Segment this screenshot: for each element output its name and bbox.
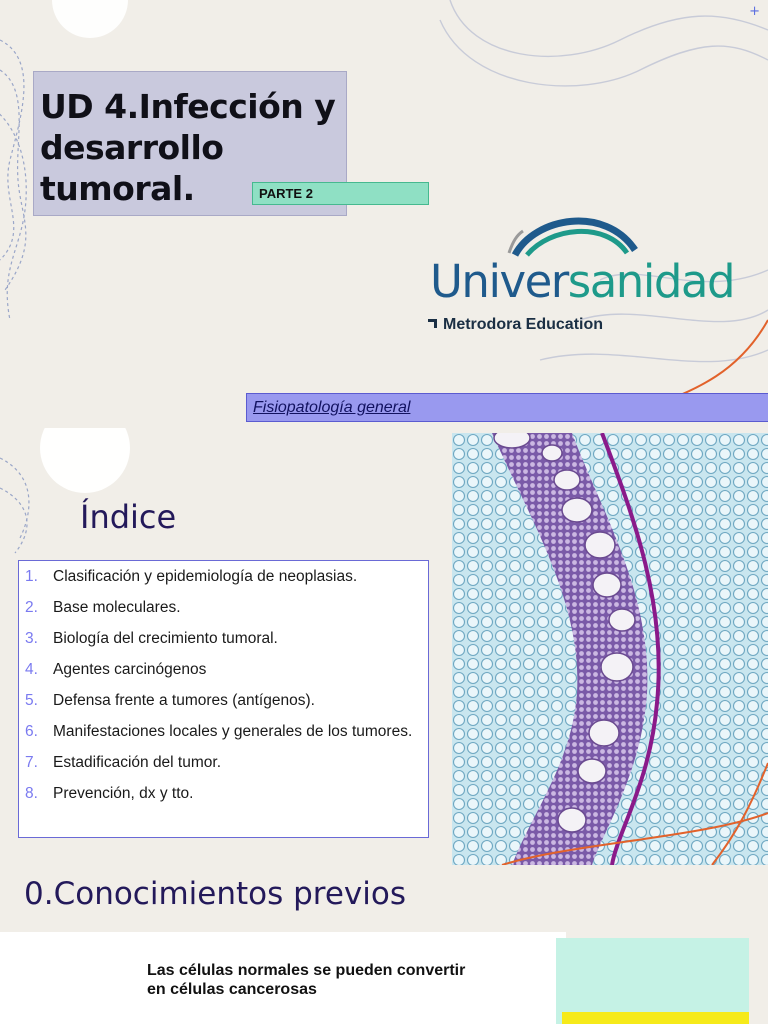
index-item-text: Biología del crecimiento tumoral. <box>53 630 278 647</box>
cover-slide: + UD 4.Infección y desarrollo tumoral. P… <box>0 0 768 428</box>
index-item-text: Defensa frente a tumores (antígenos). <box>53 692 315 709</box>
index-item-number: 1. <box>25 568 38 585</box>
micrograph-image <box>452 433 768 865</box>
part-badge: PARTE 2 <box>252 182 429 205</box>
index-item-number: 2. <box>25 599 38 616</box>
logo-arc-icon <box>507 217 638 257</box>
index-list: 1. Clasificación y epidemiología de neopl… <box>25 565 418 805</box>
index-item-number: 8. <box>25 785 38 802</box>
index-item: 3. Biología del crecimiento tumoral. <box>25 627 418 650</box>
index-item: 2. Base moleculares. <box>25 596 418 619</box>
subject-label[interactable]: Fisiopatología general <box>246 393 768 422</box>
topographic-lines-decoration <box>0 428 130 554</box>
index-heading: Índice <box>80 498 177 536</box>
yellow-strip <box>562 1012 749 1024</box>
plus-icon: + <box>749 4 760 19</box>
logo-word-sanidad: sanidad <box>567 255 736 308</box>
index-item-text: Estadificación del tumor. <box>53 754 222 771</box>
index-item: 1. Clasificación y epidemiología de neopl… <box>25 565 418 588</box>
index-item-number: 4. <box>25 661 38 678</box>
logo-subtitle: Metrodora Education <box>428 316 603 334</box>
index-item: 4. Agentes carcinógenos <box>25 658 418 681</box>
mint-panel <box>556 938 749 1024</box>
index-item-text: Agentes carcinógenos <box>53 661 207 678</box>
logo-wordmark: Universanidad <box>430 252 736 312</box>
index-slide: Índice 1. Clasificación y epidemiología d… <box>0 428 768 866</box>
logo-word-univer: Univer <box>430 255 569 308</box>
page-title: UD 4.Infección y desarrollo tumoral. <box>40 87 336 208</box>
card-text: Las células normales se pueden convertir… <box>147 962 466 998</box>
index-item-text: Base moleculares. <box>53 599 181 616</box>
index-item: 6. Manifestaciones locales y generales de… <box>25 720 418 743</box>
prior-knowledge-slide: 0.Conocimientos previos Las células norm… <box>0 866 768 1024</box>
content-card <box>0 932 566 1024</box>
index-item-number: 5. <box>25 692 38 709</box>
index-list-box: 1. Clasificación y epidemiología de neopl… <box>18 560 429 838</box>
index-item-text: Prevención, dx y tto. <box>53 785 194 802</box>
index-item: 5. Defensa frente a tumores (antígenos). <box>25 689 418 712</box>
logo-subtitle-text: Metrodora Education <box>443 316 604 333</box>
index-item-text: Manifestaciones locales y generales de l… <box>53 723 413 740</box>
index-item-number: 6. <box>25 723 38 740</box>
index-item: 8. Prevención, dx y tto. <box>25 782 418 805</box>
section-heading: 0.Conocimientos previos <box>24 876 407 912</box>
index-item-number: 3. <box>25 630 38 647</box>
index-item-number: 7. <box>25 754 38 771</box>
index-item-text: Clasificación y epidemiología de neoplas… <box>53 568 358 585</box>
index-item: 7. Estadificación del tumor. <box>25 751 418 774</box>
corner-mark-icon <box>428 319 437 328</box>
